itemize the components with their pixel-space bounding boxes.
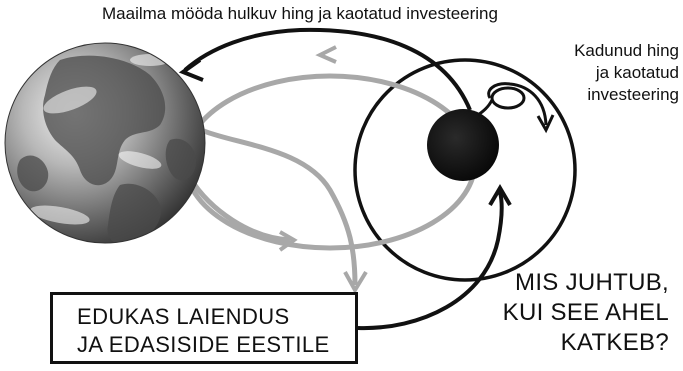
question-line-1: MIS JUHTUB, (503, 268, 669, 298)
earth-globe-icon (5, 43, 205, 246)
global-flow-label: Maailma mööda hulkuv hing ja kaotatud in… (102, 4, 498, 24)
grey-arrowhead-top (320, 47, 336, 62)
box-line-1: EDUKAS LAIENDUS (77, 303, 355, 331)
black-arrowhead-top (183, 60, 203, 80)
question-line-3: KATKEB? (503, 328, 669, 358)
expansion-feedback-box: EDUKAS LAIENDUS JA EDASISIDE EESTILE (50, 292, 358, 364)
black-arc-bottom (358, 192, 502, 328)
question-line-2: KUI SEE AHEL (503, 298, 669, 328)
lost-label-line-1: Kadunud hing (574, 40, 679, 62)
lost-investment-label: Kadunud hing ja kaotatud investeering (574, 40, 679, 106)
black-hole-icon (427, 109, 499, 181)
box-line-2: JA EDASISIDE EESTILE (77, 331, 355, 359)
lost-label-line-2: ja kaotatud (574, 62, 679, 84)
question-text: MIS JUHTUB, KUI SEE AHEL KATKEB? (503, 268, 669, 358)
lost-label-line-3: investeering (574, 84, 679, 106)
